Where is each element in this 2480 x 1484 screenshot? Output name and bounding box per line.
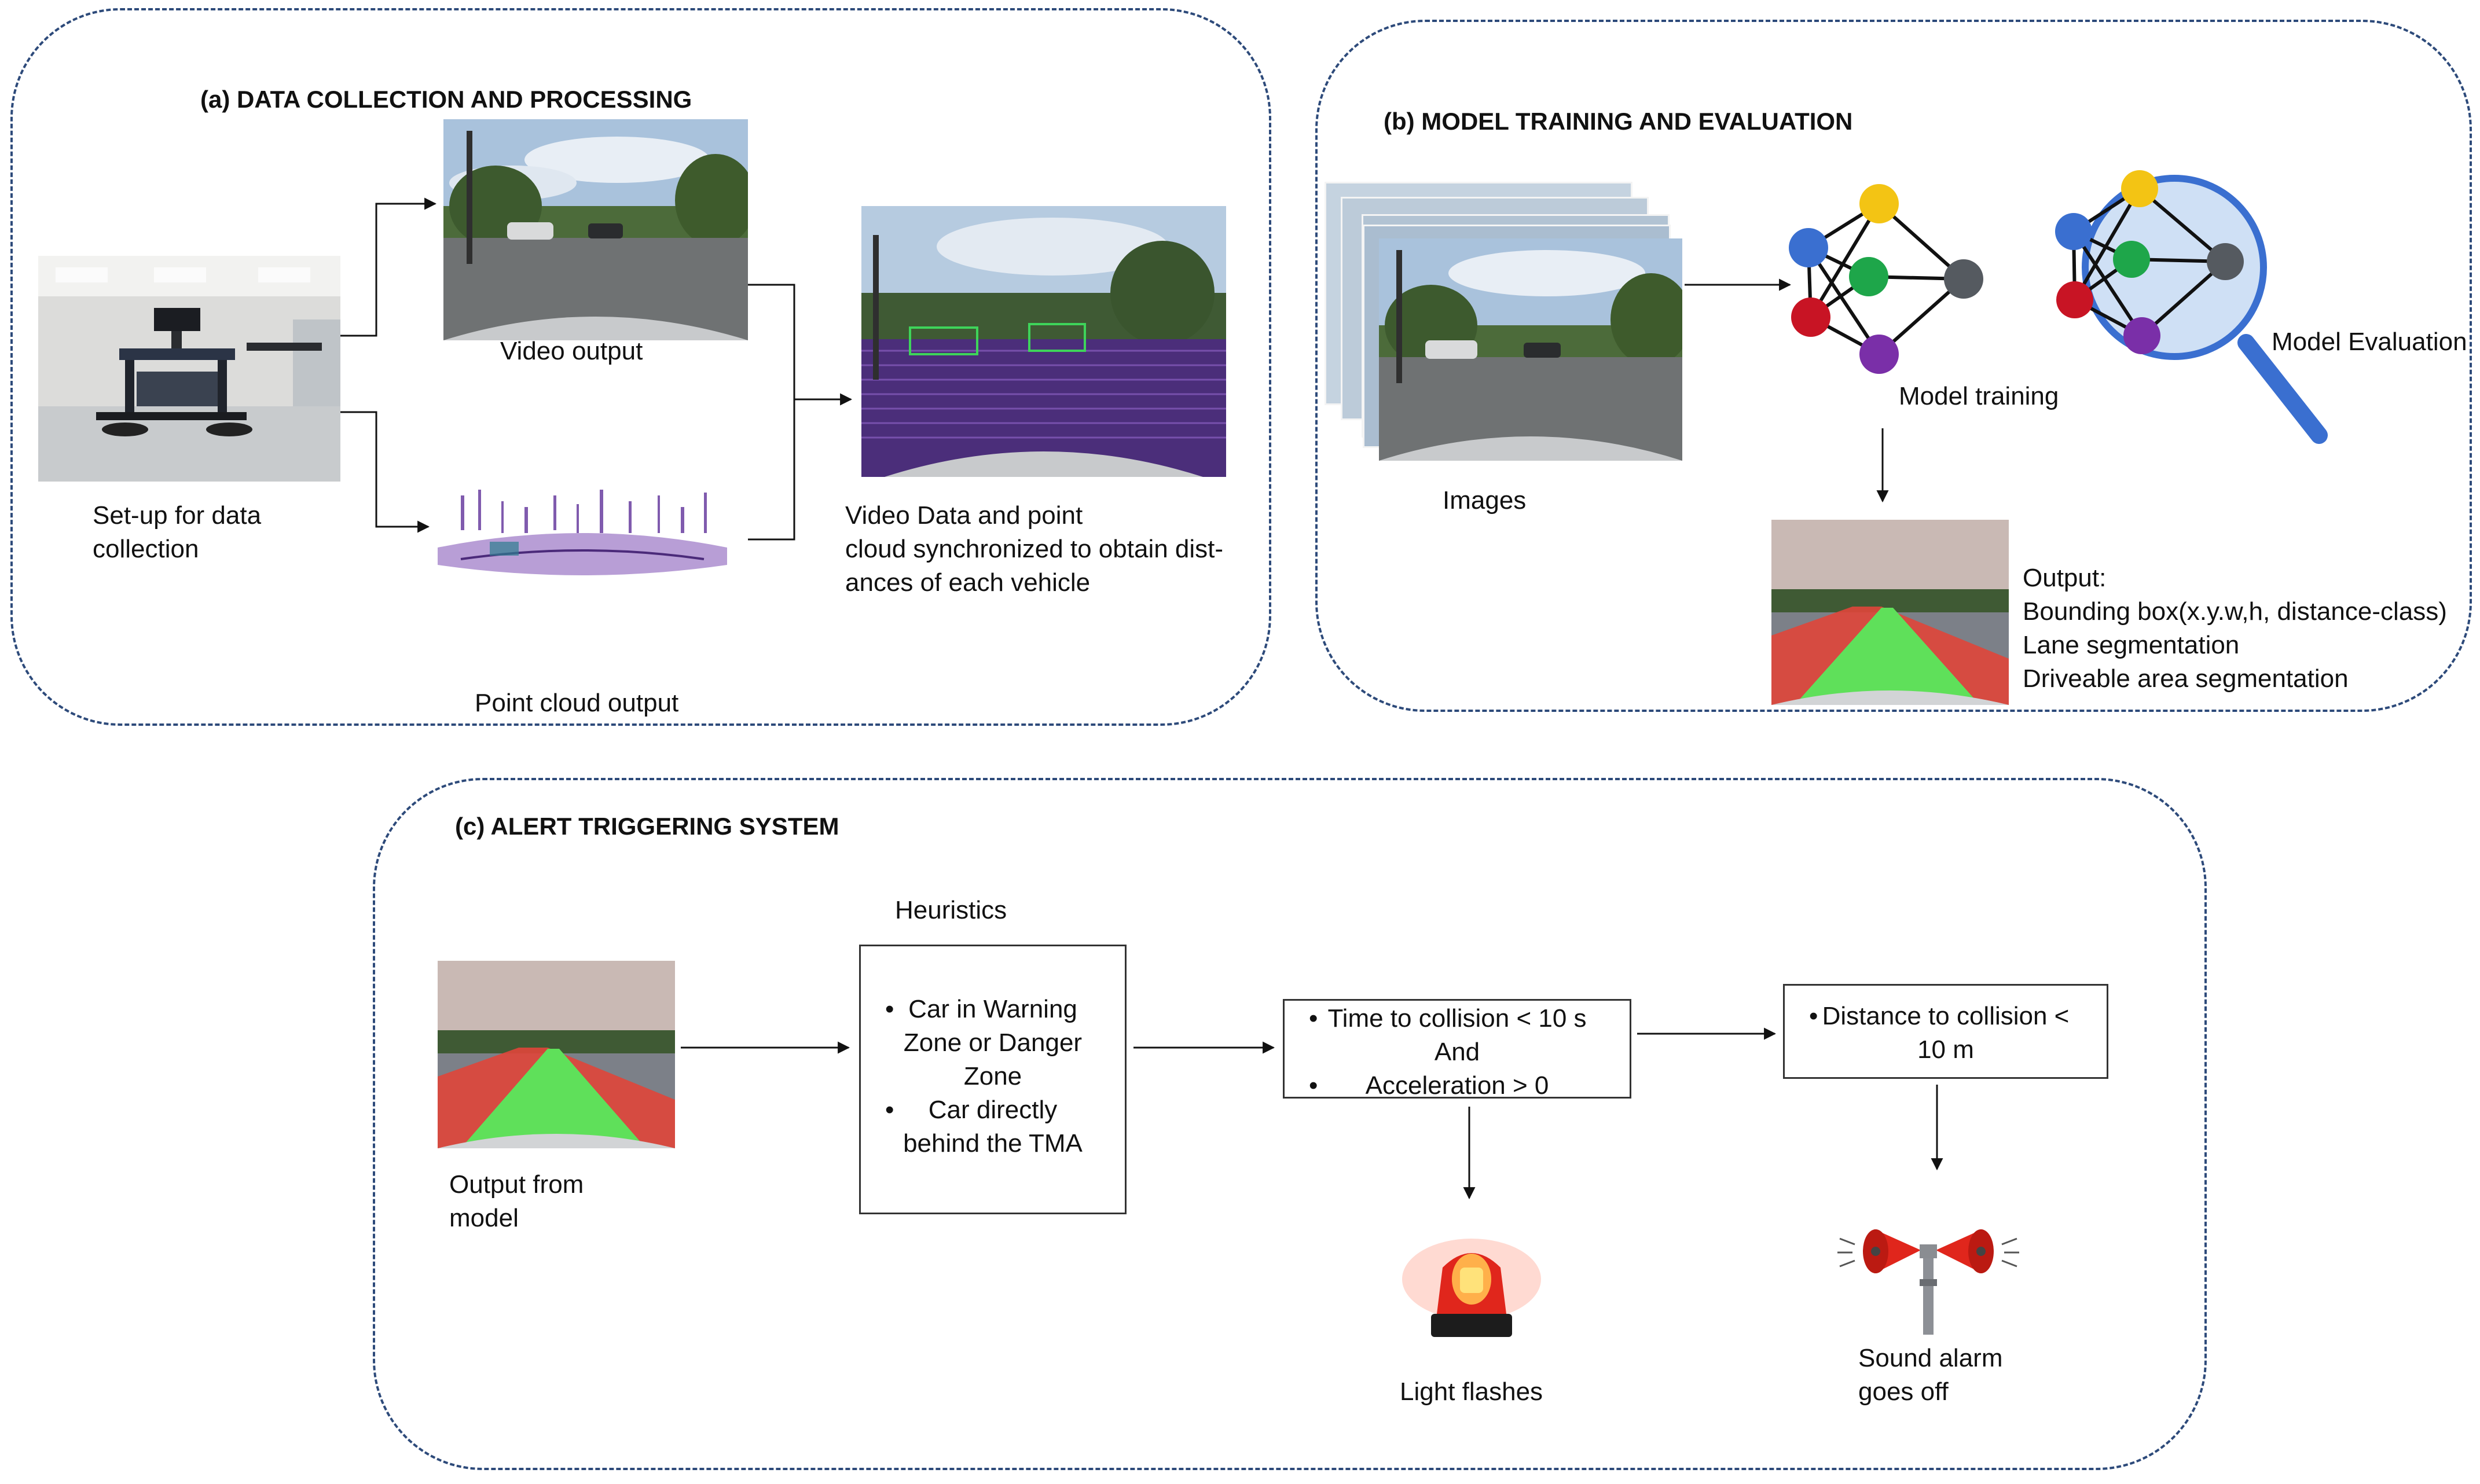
output-line-2: Lane segmentation bbox=[2023, 631, 2240, 659]
magnifier-icon bbox=[2082, 175, 2328, 444]
siren-light-icon bbox=[1396, 1227, 1547, 1343]
segmentation-output-image-c bbox=[438, 961, 675, 1148]
arrow-setup-to-video bbox=[340, 197, 437, 337]
panel-model-training bbox=[1315, 20, 2472, 712]
model-output-label: Output from model bbox=[449, 1170, 584, 1232]
line-pointcloud-to-fusion bbox=[748, 399, 795, 541]
video-output-label: Video output bbox=[500, 337, 643, 365]
light-flashes-label: Light flashes bbox=[1400, 1378, 1543, 1406]
distance-condition-box: Distance to collision < 10 m bbox=[1783, 984, 2108, 1079]
point-cloud-image bbox=[426, 484, 739, 586]
panel-alert-system bbox=[373, 778, 2207, 1470]
model-training-label: Model training bbox=[1899, 382, 2059, 410]
images-label: Images bbox=[1443, 486, 1527, 515]
setup-photo bbox=[38, 256, 340, 482]
line-video-to-fusion bbox=[748, 284, 795, 399]
evaluation-network-nodes bbox=[2055, 170, 2244, 354]
arrow-setup-to-pointcloud bbox=[340, 411, 430, 533]
model-output-text: Output: Bounding box(x.y.w,h, distance-c… bbox=[2023, 561, 2447, 696]
heuristics-item-0: Car in Warning Zone or Danger Zone bbox=[861, 993, 1125, 1093]
heuristics-label: Heuristics bbox=[895, 896, 1007, 924]
alarm-label: Sound alarm goes off bbox=[1858, 1344, 2003, 1406]
distance-item: Distance to collision < 10 m bbox=[1785, 1000, 2107, 1067]
segmentation-output-image-b bbox=[1771, 520, 2009, 705]
heuristics-item-1: Car directly behind the TMA bbox=[861, 1093, 1125, 1160]
panel-a-title: (a) DATA COLLECTION AND PROCESSING bbox=[200, 86, 692, 113]
video-output-photo bbox=[443, 119, 748, 340]
point-cloud-label: Point cloud output bbox=[475, 689, 679, 717]
fused-data-image bbox=[861, 206, 1226, 477]
training-network-nodes bbox=[1789, 184, 1983, 374]
output-line-1: Bounding box(x.y.w,h, distance-class) bbox=[2023, 597, 2447, 626]
ttc-condition-box: Time to collision < 10 s And Acceleratio… bbox=[1283, 999, 1631, 1103]
alarm-speaker-icon bbox=[1834, 1221, 2023, 1340]
heuristics-box: Car in Warning Zone or Danger Zone Car d… bbox=[859, 945, 1127, 1214]
panel-data-collection bbox=[10, 8, 1271, 726]
panel-b-title: (b) MODEL TRAINING AND EVALUATION bbox=[1384, 108, 1853, 135]
ttc-item-2: Acceleration > 0 bbox=[1285, 1069, 1630, 1103]
panel-c-title: (c) ALERT TRIGGERING SYSTEM bbox=[455, 813, 839, 840]
output-line-3: Driveable area segmentation bbox=[2023, 664, 2349, 693]
setup-label: Set-up for data collection bbox=[93, 501, 262, 563]
image-stack-front bbox=[1379, 238, 1682, 461]
output-line-0: Output: bbox=[2023, 564, 2107, 592]
model-evaluation-label: Model Evaluation bbox=[2272, 328, 2467, 356]
sync-label: Video Data and point cloud synchronized … bbox=[845, 501, 1224, 597]
ttc-item-0: Time to collision < 10 s bbox=[1285, 1002, 1630, 1035]
ttc-item-1: And bbox=[1434, 1038, 1480, 1066]
